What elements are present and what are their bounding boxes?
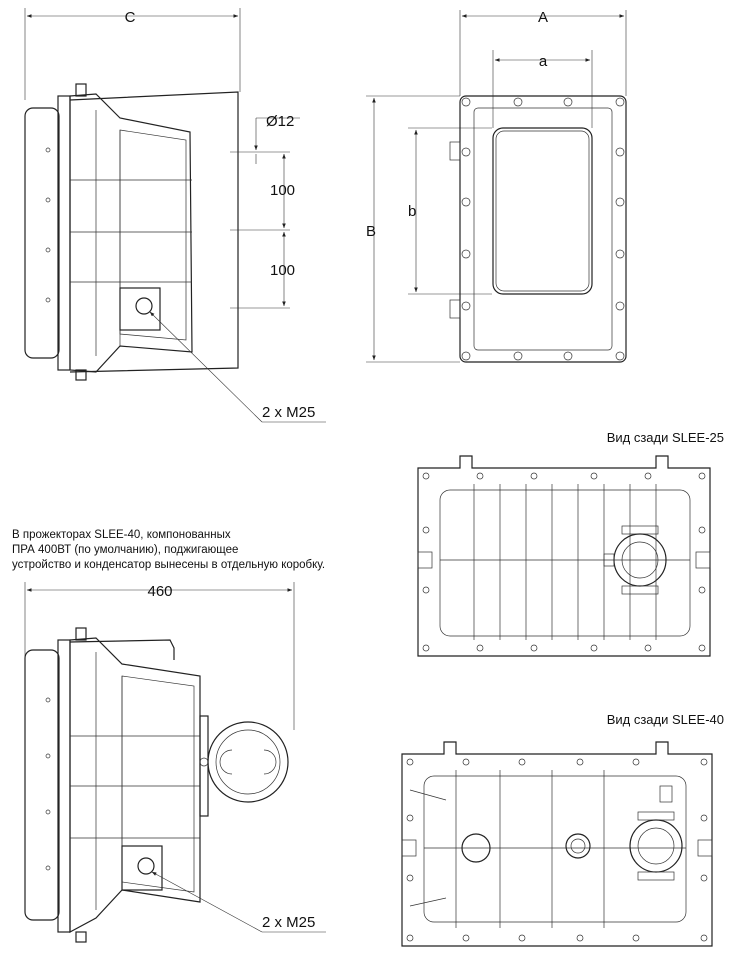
cable-entry-hole [135,297,153,315]
housing-body [69,93,193,373]
dim-b-upper-label: B [366,223,376,240]
rear-view-slee25 [417,455,711,657]
rear-25-plate [417,455,711,657]
thread-top-label: 2 x M25 [262,404,315,421]
cable-box [119,287,161,331]
rear-view-40-caption: Вид сзади SLEE-40 [607,712,724,727]
rear-view-slee40 [401,741,713,947]
side-view-slee40: 460 2 x M25 [24,582,326,943]
note-line-3: устройство и конденсатор вынесены в отде… [12,559,325,571]
front-bolts [461,97,625,361]
dim-a-upper-label: A [538,9,548,26]
dim-460-label: 460 [147,583,172,600]
dim-diameter-label: Ø12 [266,113,294,130]
dim-spacing-1-label: 100 [270,182,295,199]
note-line-1: В прожекторах SLEE-40, компонованных [12,529,231,541]
note-line-2: ПРА 400ВТ (по умолчанию), поджигающее [12,544,238,556]
front-view: A a B b [366,9,627,363]
dim-a-lower-label: a [539,53,548,70]
dim-c-label: C [125,9,136,26]
dim-spacing-2-label: 100 [270,262,295,279]
front-frame-outer [459,95,627,363]
front-glass [492,127,593,295]
dim-b-lower-label: b [408,203,416,220]
rear-40-plate [401,741,713,947]
side-view-slee25: C Ø12 100 100 2 x [24,8,326,423]
rear-view-25-caption: Вид сзади SLEE-25 [607,430,724,445]
note-block: В прожекторах SLEE-40, компонованных ПРА… [12,529,325,571]
flange [57,95,71,371]
thread-bottom-label: 2 x M25 [262,914,315,931]
front-frame [24,107,60,359]
